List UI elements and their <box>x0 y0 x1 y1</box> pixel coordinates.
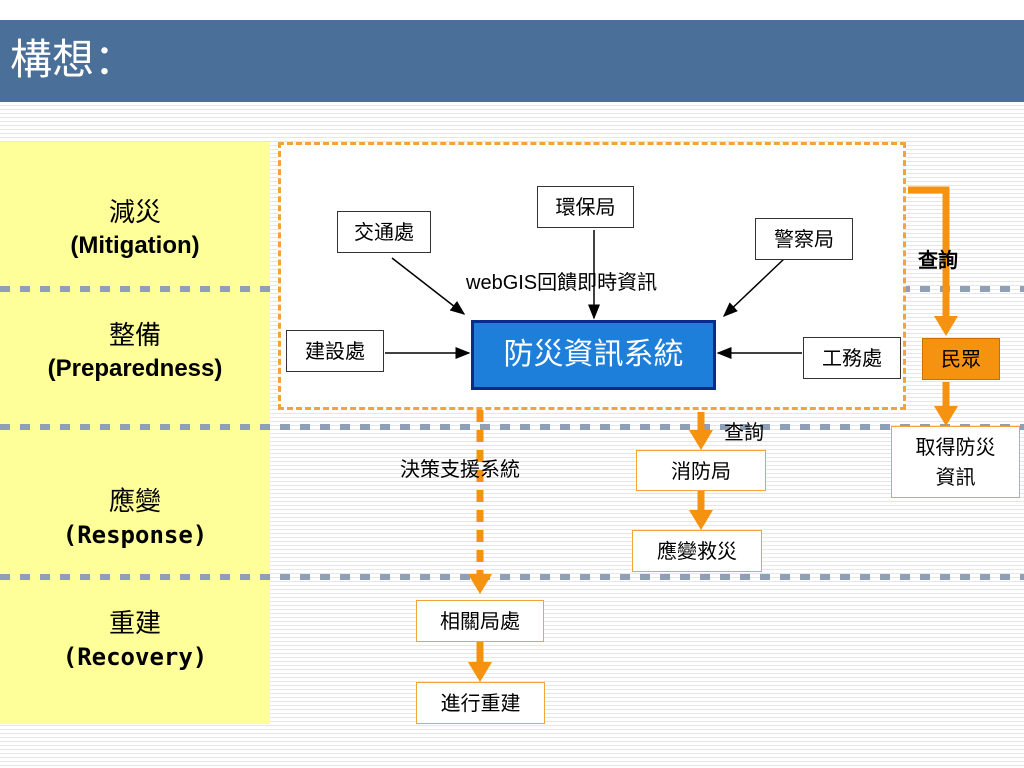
box-emergency-rescue: 應變救災 <box>632 530 762 572</box>
title-bar: 構想： <box>0 20 1024 102</box>
arrow-traffic-to-core <box>391 257 466 315</box>
webgis-label: webGIS回饋即時資訊 <box>466 272 658 294</box>
box-related-agencies: 相關局處 <box>416 600 544 642</box>
arrow-police-to-core <box>722 257 786 318</box>
decision-support-label: 決策支援系統 <box>400 457 520 481</box>
phase-divider <box>0 424 1024 430</box>
box-rebuild: 進行重建 <box>416 682 545 724</box>
query-label-public: 查詢 <box>918 248 958 272</box>
box-traffic: 交通處 <box>337 211 431 253</box>
phase-preparedness: 整備 (Preparedness) <box>0 318 270 386</box>
phase-response: 應變 (Response) <box>0 484 270 552</box>
phase-mitigation-en: (Mitigation) <box>70 232 200 259</box>
phase-response-en: (Response) <box>62 521 208 549</box>
query-label-fire: 查詢 <box>724 420 764 444</box>
phase-recovery: 重建 (Recovery) <box>0 606 270 674</box>
phase-divider <box>0 574 1024 580</box>
box-fire-dept: 消防局 <box>636 450 766 491</box>
phase-recovery-zh: 重建 <box>108 608 161 638</box>
page-title: 構想： <box>10 35 137 84</box>
get-info-line2: 資訊 <box>935 465 976 489</box>
phase-recovery-en: (Recovery) <box>62 643 208 671</box>
phase-mitigation: 減災 (Mitigation) <box>0 195 270 263</box>
phase-mitigation-zh: 減災 <box>108 197 161 227</box>
core-system-box: 防災資訊系統 <box>471 320 716 390</box>
get-info-line1: 取得防災 <box>915 435 996 459</box>
box-police: 警察局 <box>755 218 853 260</box>
arrow-query-public <box>908 186 950 318</box>
phase-preparedness-en: (Preparedness) <box>47 355 223 382</box>
box-public: 民眾 <box>922 338 1000 380</box>
box-environment: 環保局 <box>537 186 634 228</box>
phase-response-zh: 應變 <box>108 486 161 516</box>
box-construction: 建設處 <box>286 330 384 372</box>
phase-preparedness-zh: 整備 <box>108 320 161 350</box>
box-public-works: 工務處 <box>803 337 901 379</box>
phase-column <box>0 142 270 724</box>
box-get-info: 取得防災 資訊 <box>891 426 1020 498</box>
